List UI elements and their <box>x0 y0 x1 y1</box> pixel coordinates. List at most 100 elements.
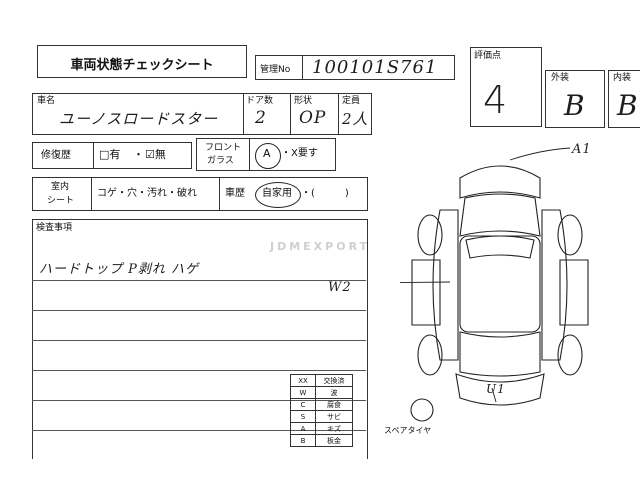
front-glass-divider <box>249 139 250 170</box>
annotation-a1-line <box>509 147 571 161</box>
left-body-outline <box>432 209 459 361</box>
notes-line-5 <box>32 400 366 401</box>
wheel-rear-right <box>557 334 583 376</box>
right-door-outline <box>559 259 589 326</box>
management-no-divider <box>302 56 303 79</box>
interior-label-line2: シート <box>47 196 75 206</box>
notes-line-2 <box>32 310 366 311</box>
code-header-meaning: 交換済 <box>315 374 353 387</box>
notes-line-4 <box>32 370 366 371</box>
wheel-rear-left <box>417 334 443 376</box>
sheet-title-box: 車両状態チェックシート <box>37 45 247 78</box>
exterior-grade-value: B <box>564 89 586 122</box>
repair-divider <box>93 143 94 168</box>
interior-condition-options: コゲ・穴・汚れ・破れ <box>97 188 197 199</box>
body-value: OP <box>299 108 327 128</box>
exterior-grade-label: 外装 <box>551 73 570 83</box>
front-glass-x-option: ・X要す <box>281 148 318 159</box>
notes-line-3 <box>32 340 366 341</box>
cabin-outline <box>459 235 541 333</box>
interior-grade-box: 内装 B <box>608 70 640 128</box>
inspection-notes: ハードトップ P剥れ ハゲ <box>39 262 200 277</box>
capacity-value: 2人 <box>342 110 369 128</box>
interior-divider-1 <box>91 178 92 210</box>
management-no-box: 管理No 100101S761 <box>255 55 455 80</box>
wheel-front-right <box>557 214 583 256</box>
repair-history-label: 修復歴 <box>41 150 71 161</box>
overall-grade-box: 評価点 4 <box>470 47 542 127</box>
wheel-front-left <box>417 214 443 256</box>
hood-outline <box>459 193 541 237</box>
spare-tire-label: スペアタイヤ <box>384 426 432 435</box>
interior-label-line1: 室内 <box>51 182 70 192</box>
front-glass-value: A <box>263 147 271 160</box>
vehicle-divider-3 <box>338 94 339 134</box>
vehicle-name-label: 車名 <box>37 96 56 106</box>
car-diagram <box>400 147 589 422</box>
management-no-value: 100101S761 <box>312 57 438 78</box>
code-meaning: 波 <box>315 386 353 399</box>
front-glass-box: フロント ガラス A ・X要す <box>196 138 336 171</box>
interior-grade-label: 内装 <box>613 73 632 83</box>
code-value: A <box>290 422 316 435</box>
rear-bumper-outline <box>455 373 545 406</box>
annotation-u1: U1 <box>486 382 506 396</box>
doors-label: ドア数 <box>246 96 274 106</box>
vehicle-name-value: ユーノスロードスター <box>59 110 219 128</box>
doors-value: 2 <box>255 108 267 128</box>
vehicle-divider-2 <box>290 94 291 134</box>
watermark: JDMEXPORT <box>270 240 371 253</box>
body-label: 形状 <box>294 96 313 106</box>
sheet-title: 車両状態チェックシート <box>70 58 214 73</box>
code-value: W <box>290 386 316 399</box>
front-bumper-outline <box>459 165 541 199</box>
exterior-grade-box: 外装 B <box>545 70 605 128</box>
repair-dot: ・ <box>133 148 144 161</box>
code-meaning: 板金 <box>315 434 353 447</box>
code-table-header: XX 交換済 <box>290 374 353 387</box>
notes-line-6 <box>32 430 366 431</box>
code-header-code: XX <box>290 374 316 387</box>
history-other: ・( ) <box>301 188 349 199</box>
management-no-label: 管理No <box>260 65 291 75</box>
annotation-u1-line <box>491 387 497 403</box>
history-value: 自家用 <box>262 188 292 199</box>
code-meaning: キズ <box>315 422 353 435</box>
repair-history-box: 修復歴 □有 ・ ☑無 <box>32 142 192 169</box>
code-value: B <box>290 434 316 447</box>
code-value: C <box>290 398 316 411</box>
capacity-label: 定員 <box>342 96 361 106</box>
front-glass-label-line1: フロント <box>205 143 242 153</box>
trunk-outline <box>459 331 541 377</box>
interior-row: 室内 シート コゲ・穴・汚れ・破れ 車歴 自家用 ・( ) <box>32 177 368 211</box>
notes-line-1 <box>32 280 366 281</box>
repair-no-option: ☑無 <box>145 148 166 161</box>
vehicle-row: 車名 ユーノスロードスター ドア数 2 形状 OP 定員 2人 <box>32 93 372 135</box>
annotation-w2: W2 <box>328 280 352 295</box>
annotation-a1: A1 <box>572 142 592 157</box>
windshield-outline <box>465 235 535 259</box>
front-glass-circle <box>255 143 281 169</box>
left-door-outline <box>411 259 441 326</box>
annotation-w2-line <box>400 281 451 284</box>
code-meaning: 腐食 <box>315 398 353 411</box>
history-label: 車歴 <box>225 188 245 199</box>
right-body-outline <box>541 209 568 361</box>
overall-grade-label: 評価点 <box>474 51 502 61</box>
inspection-label: 検査事項 <box>36 223 73 233</box>
repair-yes-option: □有 <box>99 148 121 161</box>
history-circle <box>255 182 301 208</box>
code-meaning: サビ <box>315 410 353 423</box>
front-glass-label-line2: ガラス <box>207 156 234 166</box>
vehicle-divider-1 <box>243 94 244 134</box>
code-value: S <box>290 410 316 423</box>
interior-divider-2 <box>219 178 220 210</box>
overall-grade-value: 4 <box>483 78 509 122</box>
interior-grade-value: B <box>617 89 639 122</box>
